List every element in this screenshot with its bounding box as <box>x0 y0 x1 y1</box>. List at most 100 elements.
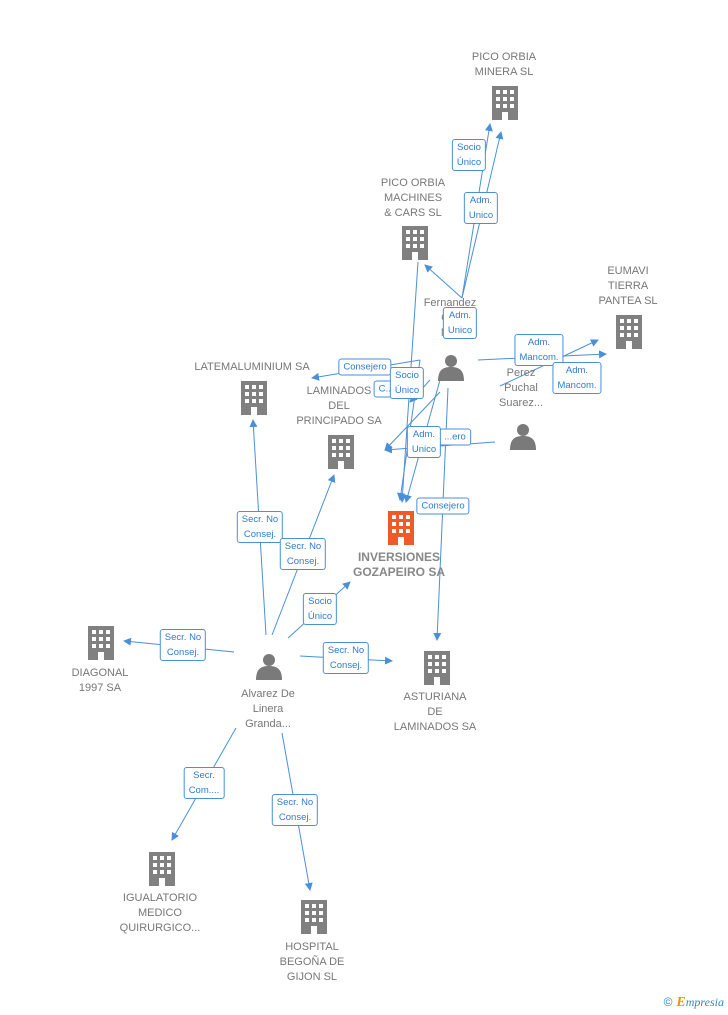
label-line: & CARS SL <box>384 207 442 219</box>
relation-text: Secr. <box>193 770 215 781</box>
relation-text: Adm. <box>448 310 472 321</box>
label-line: Fernandez <box>423 297 477 309</box>
label-line: GIJON SL <box>286 971 338 983</box>
building-icon[interactable] <box>388 511 414 545</box>
brand-name: mpresia <box>685 995 724 1009</box>
copyright-icon: © <box>663 995 673 1009</box>
relation-text: ...ero <box>444 431 466 443</box>
company-label-latem[interactable]: LATEMALUMINIUM SA <box>194 360 309 375</box>
building-icon[interactable] <box>301 900 327 934</box>
relation-text: Adm. <box>527 337 551 348</box>
relation-text: Secr. No <box>276 797 314 808</box>
relation-text: Unico <box>447 325 473 336</box>
relation-text: Secr. No <box>241 514 279 525</box>
relation-text: Adm. <box>469 195 493 206</box>
relation-badge-r4[interactable]: Adm. Mancom. <box>514 334 564 366</box>
label-line: ASTURIANA <box>403 691 467 703</box>
nodes <box>88 86 642 934</box>
relation-badge-r15[interactable]: Secr. No Consej. <box>159 629 207 661</box>
relation-text: Consej. <box>329 660 363 671</box>
label-line: LAMINADOS SA <box>393 721 477 733</box>
relation-text: Consej. <box>278 812 312 823</box>
label-line: GOZAPEIRO SA <box>352 565 446 579</box>
relation-text: Único <box>456 157 482 168</box>
label-line: Alvarez De <box>241 688 295 700</box>
relation-badge-r5[interactable]: Adm.Mancom. <box>552 362 602 394</box>
label-line: DE <box>427 706 443 718</box>
label-line: MACHINES <box>383 192 443 204</box>
label-line: LATEMALUMINIUM SA <box>194 361 310 373</box>
relation-text: Consejero <box>343 361 387 373</box>
relation-text: Socio <box>457 142 481 153</box>
label-line: PICO ORBIA <box>471 51 537 63</box>
relation-badge-r3[interactable]: Adm. Unico <box>442 307 478 339</box>
building-icon[interactable] <box>616 315 642 349</box>
building-icon[interactable] <box>402 226 428 260</box>
building-icon[interactable] <box>328 435 354 469</box>
label-line: DEL <box>328 400 350 412</box>
brand-initial: E <box>676 995 686 1010</box>
label-line: BEGOÑA DE <box>279 956 345 968</box>
label-line: MINERA SL <box>474 66 534 78</box>
relation-text: Secr. No <box>327 645 365 656</box>
building-icon[interactable] <box>424 651 450 685</box>
label-line: PICO ORBIA <box>380 177 446 189</box>
company-label-pico-minera[interactable]: PICO ORBIA MINERA SL <box>472 50 536 80</box>
building-icon[interactable] <box>88 626 114 660</box>
company-label-asturiana[interactable]: ASTURIANA DE LAMINADOS SA <box>394 690 477 735</box>
relation-text: Secr. No <box>164 632 202 643</box>
building-icon[interactable] <box>492 86 518 120</box>
building-icon[interactable] <box>149 852 175 886</box>
relation-badge-r16[interactable]: Secr. No Consej. <box>322 642 370 674</box>
label-line: EUMAVI <box>607 265 649 277</box>
person-icon[interactable] <box>510 424 536 450</box>
person-icon[interactable] <box>438 355 464 381</box>
relation-text: Adm. <box>412 429 436 440</box>
building-icon[interactable] <box>241 381 267 415</box>
relation-badge-r17[interactable]: Secr.Com.... <box>183 767 225 799</box>
relation-text: Unico <box>411 444 437 455</box>
label-line: IGUALATORIO <box>122 892 198 904</box>
label-line: Granda... <box>245 718 291 730</box>
label-line: PRINCIPADO SA <box>296 415 382 427</box>
relation-badge-r9[interactable]: ...ero <box>439 428 471 446</box>
label-line: TIERRA <box>607 280 649 292</box>
relation-text: Mancom. <box>519 352 559 363</box>
relation-text: Consej. <box>166 647 200 658</box>
person-icon[interactable] <box>256 654 282 680</box>
company-label-pico-machines[interactable]: PICO ORBIA MACHINES & CARS SL <box>381 176 445 221</box>
company-label-diagonal[interactable]: DIAGONAL 1997 SA <box>72 666 129 696</box>
relation-badge-r11[interactable]: Consejero <box>416 497 470 515</box>
relation-text: Unico <box>468 210 494 221</box>
relation-text: Adm. <box>565 365 589 376</box>
label-line: Linera <box>252 703 284 715</box>
relation-badge-r6[interactable]: Consejero <box>338 358 392 376</box>
relation-badge-r2[interactable]: Adm. Unico <box>463 192 499 224</box>
label-line: DIAGONAL <box>71 667 129 679</box>
label-line: Puchal <box>504 382 538 394</box>
relation-text: C... <box>378 383 394 395</box>
relation-text: Consejero <box>421 500 465 512</box>
label-line: 1997 SA <box>78 682 122 694</box>
relation-badge-r10[interactable]: Adm. Unico <box>406 426 442 458</box>
edge-line-3 <box>424 264 463 299</box>
relation-text: Socio <box>308 596 332 607</box>
relation-badge-r18[interactable]: Secr. No Consej. <box>271 794 319 826</box>
relation-text: Socio <box>395 370 419 381</box>
label-line: Perez <box>506 367 536 379</box>
brand-logo: ©Empresia <box>664 995 724 1011</box>
label-line: Suarez... <box>498 397 544 409</box>
